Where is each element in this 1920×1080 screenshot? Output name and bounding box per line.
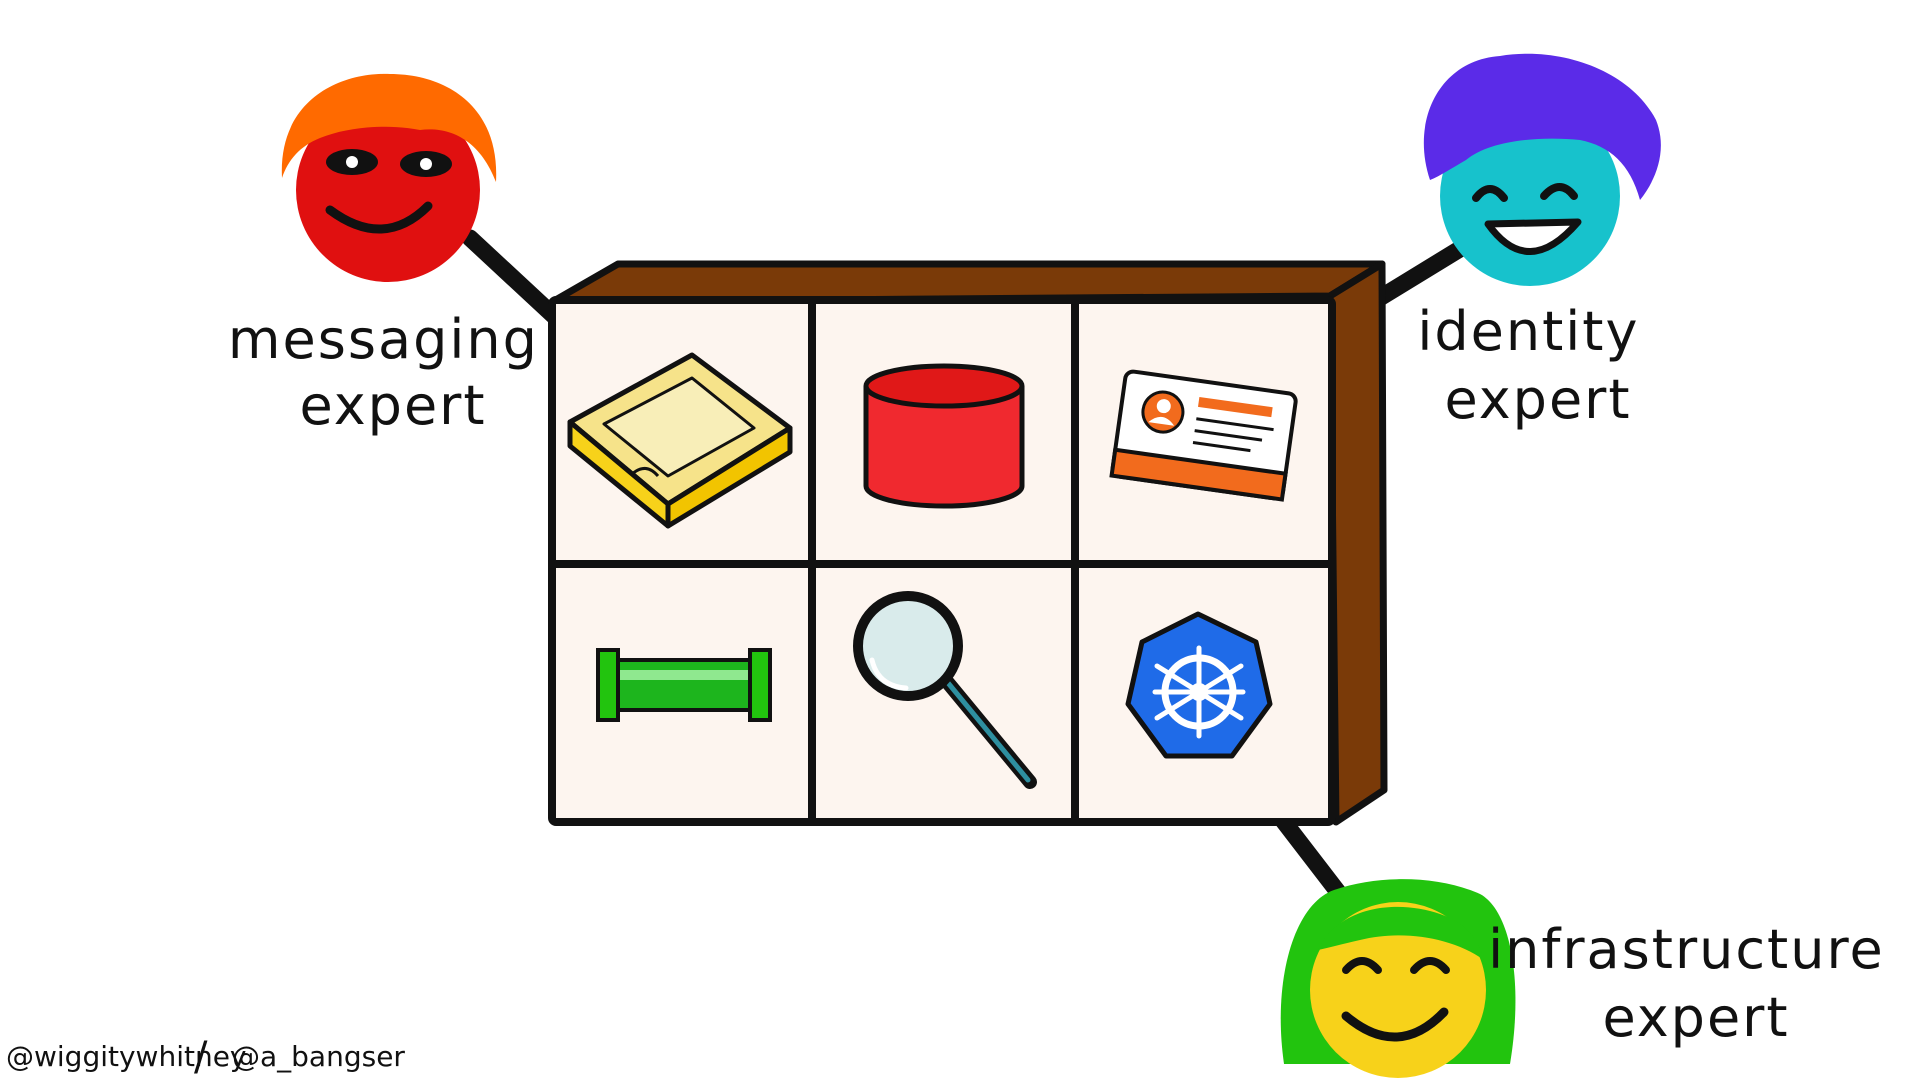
magnifying-glass-icon	[853, 591, 1037, 789]
infrastructure-expert-avatar	[1280, 879, 1516, 1078]
messaging-expert-label-line2: expert	[299, 374, 486, 437]
shelf-side	[1326, 260, 1388, 826]
database-cylinder-icon	[863, 363, 1025, 509]
id-card-icon	[1109, 369, 1298, 502]
green-pipe-icon	[596, 648, 772, 722]
inbox-tray-icon	[567, 352, 793, 529]
identity-expert-label: identity expert	[1417, 300, 1658, 431]
kubernetes-helm-icon	[1125, 611, 1273, 759]
identity-expert-label-line1: identity	[1417, 300, 1639, 363]
infrastructure-expert-label: infrastructure expert	[1488, 918, 1904, 1049]
credit-left: @wiggitywhitney	[6, 1040, 247, 1073]
credit-right: @a_bangser	[232, 1040, 405, 1073]
credit-separator: /	[194, 1034, 208, 1080]
messaging-expert-label: messaging expert	[228, 308, 558, 437]
infrastructure-expert-label-line1: infrastructure	[1488, 918, 1885, 981]
shelf	[548, 260, 1388, 826]
identity-expert-label-line2: expert	[1444, 368, 1631, 431]
messaging-expert-label-line1: messaging	[228, 308, 539, 371]
infrastructure-expert-label-line2: expert	[1602, 986, 1789, 1049]
identity-expert-avatar	[1423, 53, 1661, 286]
messaging-expert-avatar	[281, 73, 497, 282]
